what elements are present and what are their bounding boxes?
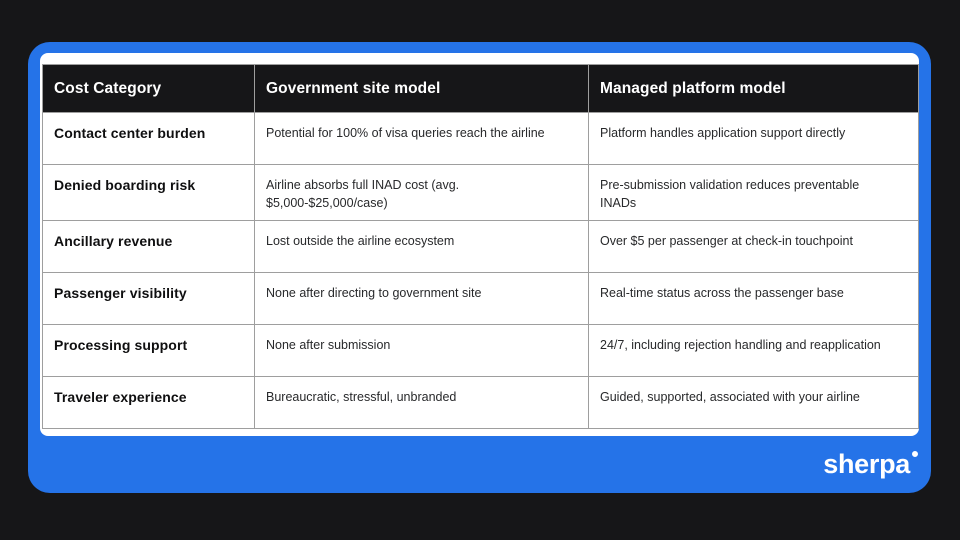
sherpa-logo: sherpa — [823, 451, 918, 478]
header-row: Cost Category Government site model Mana… — [42, 64, 919, 113]
cell-text: Lost outside the airline ecosystem — [266, 234, 455, 248]
degree-icon — [912, 451, 918, 457]
table-card: Cost Category Government site model Mana… — [40, 53, 919, 436]
table-row: Traveler experience Bureaucratic, stress… — [42, 376, 919, 429]
cell-text: None after submission — [266, 338, 391, 352]
column-header-managed-model: Managed platform model — [588, 64, 919, 113]
managed-model-cell: Over $5 per passenger at check-in touchp… — [588, 220, 919, 273]
table-row: Ancillary revenue Lost outside the airli… — [42, 220, 919, 273]
government-model-cell: None after submission — [254, 324, 589, 377]
managed-model-cell: 24/7, including rejection handling and r… — [588, 324, 919, 377]
managed-model-cell: Platform handles application support dir… — [588, 112, 919, 165]
cell-text: Pre-submission validation reduces preven… — [600, 178, 860, 210]
cell-text: Airline absorbs full INAD cost (avg. $5,… — [266, 178, 460, 210]
managed-model-cell: Guided, supported, associated with your … — [588, 376, 919, 429]
slide-frame: Cost Category Government site model Mana… — [28, 42, 931, 493]
column-header-cost-category: Cost Category — [42, 64, 255, 113]
table-row: Denied boarding risk Airline absorbs ful… — [42, 164, 919, 221]
cost-category-cell: Passenger visibility — [42, 272, 255, 325]
sherpa-logo-text: sherpa — [823, 449, 910, 479]
government-model-cell: Potential for 100% of visa queries reach… — [254, 112, 589, 165]
managed-model-cell: Real-time status across the passenger ba… — [588, 272, 919, 325]
cell-text: Real-time status across the passenger ba… — [600, 286, 844, 300]
cell-text: Platform handles application support dir… — [600, 126, 846, 140]
cost-category-cell: Traveler experience — [42, 376, 255, 429]
cost-category-cell: Denied boarding risk — [42, 164, 255, 221]
government-model-cell: None after directing to government site — [254, 272, 589, 325]
government-model-cell: Lost outside the airline ecosystem — [254, 220, 589, 273]
cell-text: Over $5 per passenger at check-in touchp… — [600, 234, 853, 248]
table-row: Processing support None after submission… — [42, 324, 919, 377]
cost-category-cell: Processing support — [42, 324, 255, 377]
cell-text: None after directing to government site — [266, 286, 482, 300]
cell-text: 24/7, including rejection handling and r… — [600, 338, 881, 352]
table-row: Passenger visibility None after directin… — [42, 272, 919, 325]
cell-text: Bureaucratic, stressful, unbranded — [266, 390, 457, 404]
table-row: Contact center burden Potential for 100%… — [42, 112, 919, 165]
government-model-cell: Bureaucratic, stressful, unbranded — [254, 376, 589, 429]
cell-text: Guided, supported, associated with your … — [600, 390, 860, 404]
managed-model-cell: Pre-submission validation reduces preven… — [588, 164, 919, 221]
column-header-government-model: Government site model — [254, 64, 589, 113]
footer: sherpa — [28, 436, 931, 493]
table-body: Contact center burden Potential for 100%… — [42, 112, 919, 429]
comparison-table: Cost Category Government site model Mana… — [42, 64, 919, 429]
cost-category-cell: Ancillary revenue — [42, 220, 255, 273]
government-model-cell: Airline absorbs full INAD cost (avg. $5,… — [254, 164, 589, 221]
cell-text: Potential for 100% of visa queries reach… — [266, 126, 545, 140]
cost-category-cell: Contact center burden — [42, 112, 255, 165]
table-header: Cost Category Government site model Mana… — [42, 64, 919, 113]
